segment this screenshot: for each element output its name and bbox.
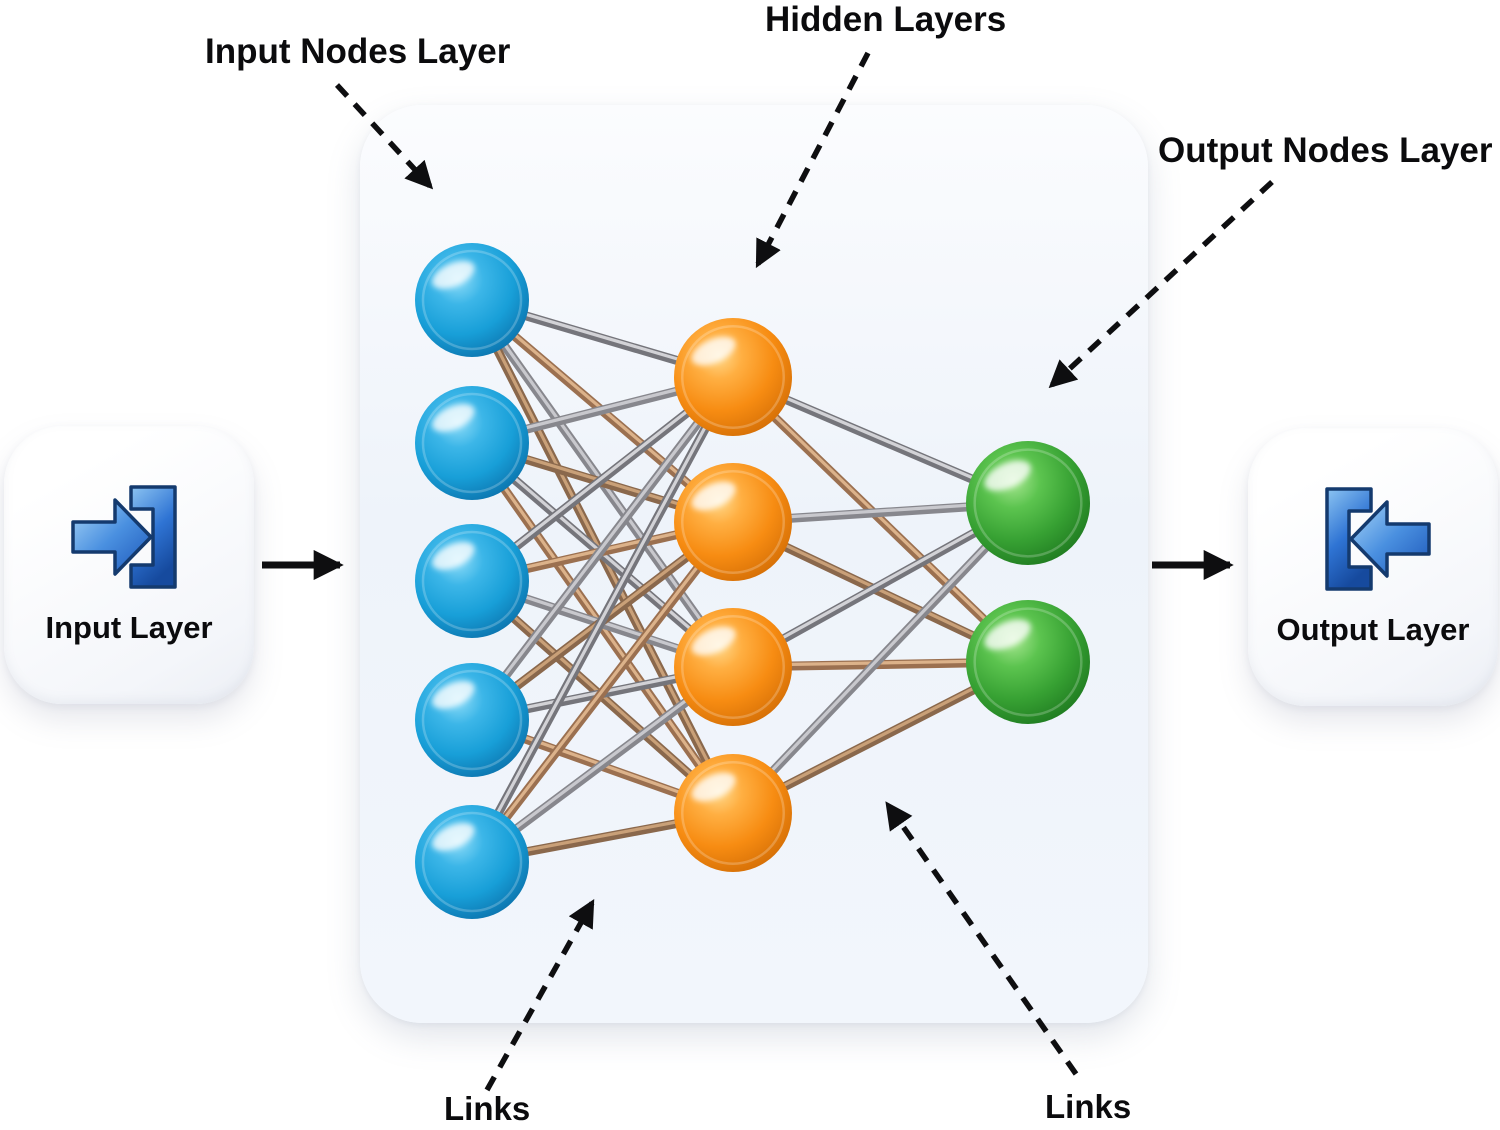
hidden-layers-label: Hidden Layers — [765, 0, 1007, 39]
arrow-out-of-bracket-icon — [1325, 487, 1431, 591]
output-nodes-layer-label: Output Nodes Layer — [1158, 131, 1493, 170]
input-layer-box: Input Layer — [4, 426, 254, 704]
links-label-right: Links — [1045, 1088, 1132, 1125]
arrow-into-bracket-icon — [71, 485, 177, 589]
output-layer-box: Output Layer — [1248, 428, 1498, 706]
input-layer-label: Input Layer — [45, 610, 213, 645]
output-layer-label: Output Layer — [1276, 612, 1470, 647]
input-nodes-layer-label: Input Nodes Layer — [205, 32, 511, 71]
links-label-left: Links — [444, 1090, 531, 1127]
network-panel — [360, 105, 1148, 1023]
